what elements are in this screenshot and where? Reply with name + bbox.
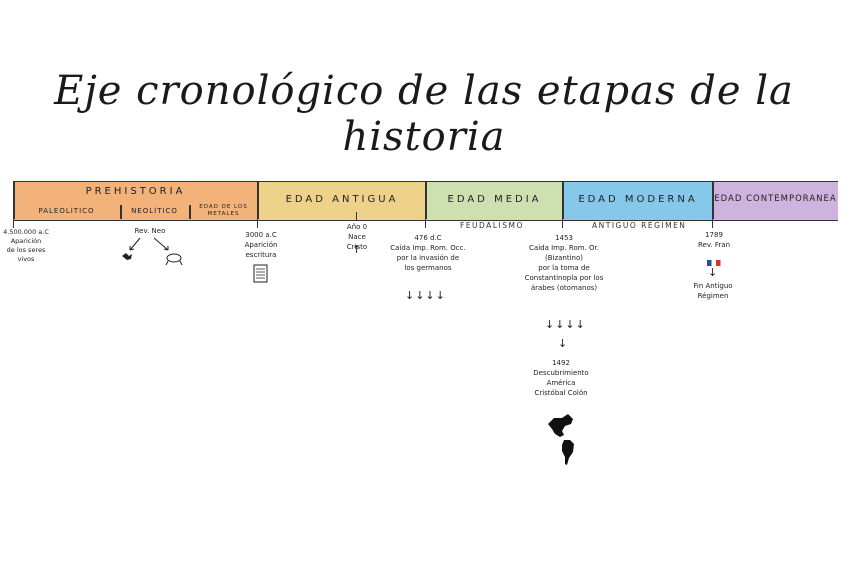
event-cristo: Año 0 Nace Cristo: [346, 223, 368, 251]
label-feudalismo: FEUDALISMO: [460, 221, 524, 230]
event-fin-antiguo-regimen: Fin Antiguo Régimen: [693, 282, 733, 300]
event-descubrimiento-america: 1492 Descubrimiento América Cristóbal Co…: [533, 359, 589, 397]
down-arrow-icon: ↓: [558, 337, 568, 350]
france-flag-icon: [707, 260, 721, 266]
period-edad-contemporanea: EDAD CONTEMPORANEA: [713, 181, 838, 221]
down-arrow-icon: ↓: [708, 266, 718, 279]
tick: [712, 219, 714, 228]
tick: [356, 212, 358, 220]
event-imperio-oriente: 1453 Caída Imp. Rom. Or. (Bizantino) por…: [524, 234, 604, 292]
event-rev-neo: Rev. Neo: [134, 227, 166, 235]
tick: [425, 219, 427, 228]
tick: [257, 219, 259, 228]
event-paleolitico: 4.500.000 a.C Aparición de los seres viv…: [3, 228, 49, 263]
period-divider: [13, 181, 15, 219]
event-escritura: 3000 a.C Aparición escritura: [244, 231, 278, 259]
page-title: Eje cronológico de las etapas de la hist…: [54, 68, 794, 160]
tick: [562, 219, 564, 228]
period-label: EDAD MODERNA: [578, 194, 698, 205]
period-divider: [562, 181, 564, 219]
event-imperio-occidente: 476 d.C Caída Imp. Rom. Occ. por la inva…: [390, 234, 466, 272]
sub-neolitico: NEOLÍTICO: [131, 207, 178, 215]
period-label: EDAD MEDIA: [447, 194, 542, 205]
down-arrows-icon: ↓↓↓↓: [405, 289, 446, 302]
period-divider: [712, 181, 714, 219]
period-edad-media: EDAD MEDIA: [426, 181, 563, 221]
period-label: EDAD CONTEMPORANEA: [714, 194, 837, 204]
period-divider: [425, 181, 427, 219]
scroll-icon: [253, 264, 268, 283]
tick: [13, 219, 15, 228]
period-edad-antigua: EDAD ANTIGUA: [258, 181, 426, 221]
period-label: EDAD ANTIGUA: [285, 194, 399, 205]
period-prehistoria: PREHISTORIA: [13, 181, 258, 221]
period-edad-moderna: EDAD MODERNA: [563, 181, 713, 221]
up-arrow-icon: ↑: [352, 243, 362, 256]
period-divider: [257, 181, 259, 219]
americas-map-icon: [548, 414, 574, 465]
event-revolucion-francesa: 1789 Rev. Fran: [697, 231, 731, 249]
down-arrows-icon: ↓↓↓↓: [545, 318, 586, 331]
neolithic-arrows-icon: [122, 237, 183, 266]
sub-edad-metales: EDAD DE LOS METALES: [199, 204, 248, 217]
label-antiguo-regimen: ANTIGUO RÉGIMEN: [592, 221, 687, 230]
prehistoria-divider: [120, 205, 122, 219]
period-label: PREHISTORIA: [85, 186, 186, 197]
prehistoria-divider: [189, 205, 191, 219]
sub-paleolitico: PALEOLÍTICO: [38, 207, 95, 215]
